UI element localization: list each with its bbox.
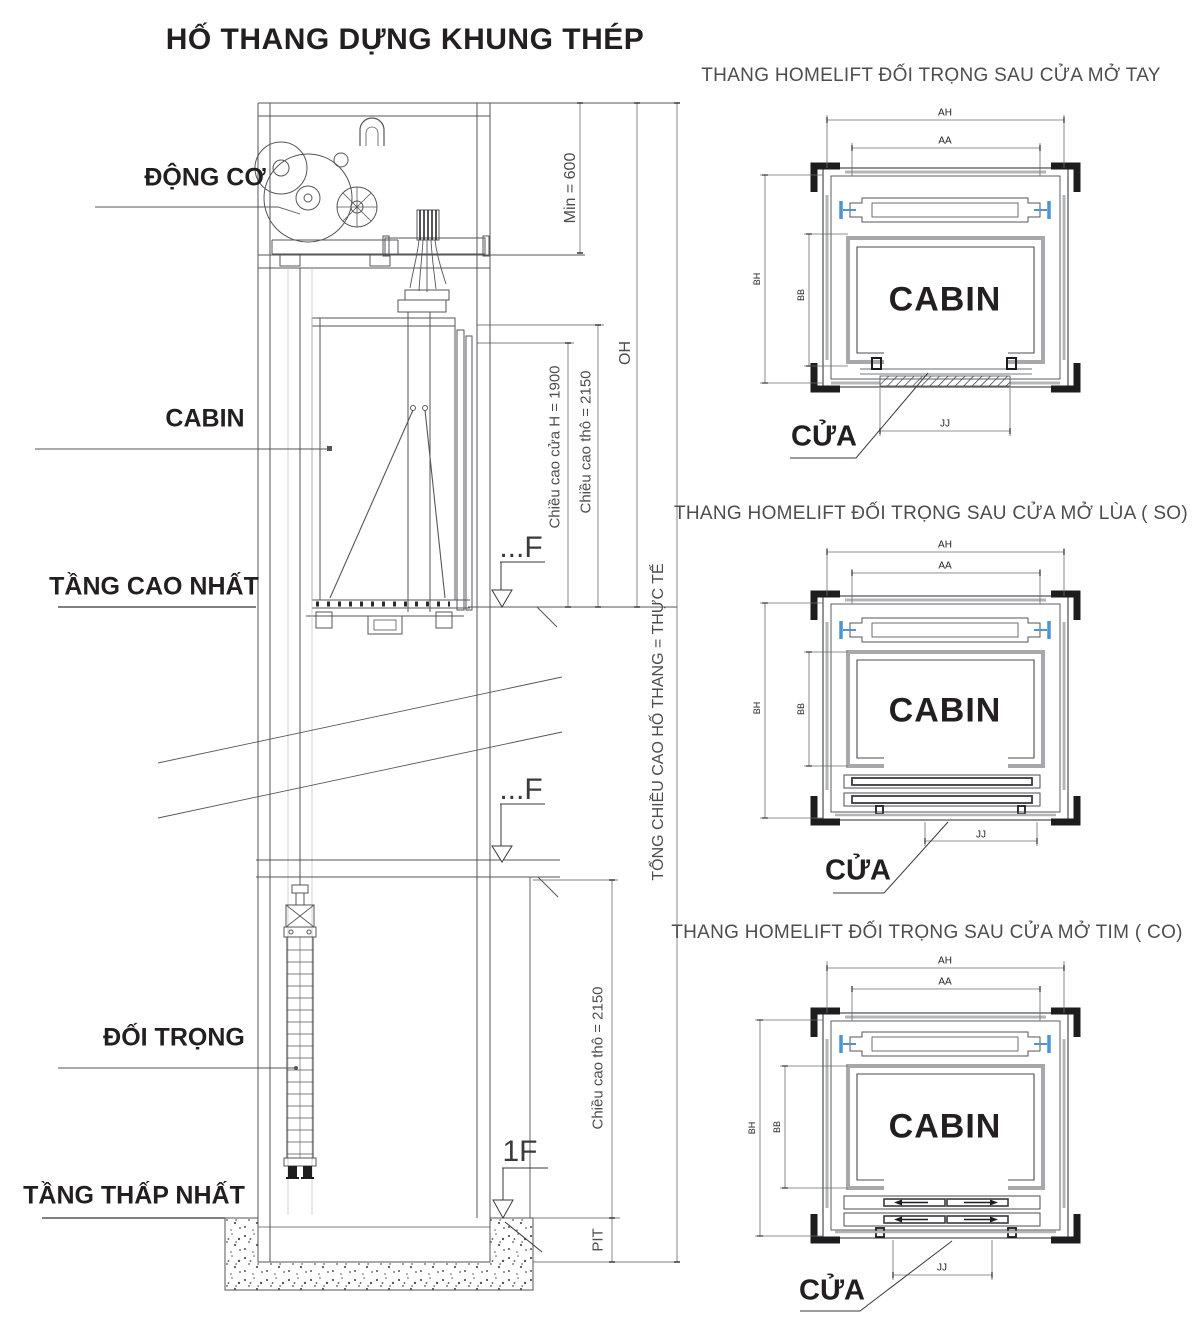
dim-label-door-height: Chiều cao cửa H = 1900: [546, 365, 564, 529]
lifting-hook: [359, 117, 385, 146]
door-label-leader: [790, 372, 929, 459]
wall-rails: [825, 1015, 1066, 1208]
machine-assembly: [254, 117, 490, 292]
plan1-title: THANG HOMELIFT ĐỐI TRỌNG SAU CỬA MỞ TAY: [701, 65, 1161, 86]
counterweight-label: ĐỐI TRỌNG: [103, 1023, 245, 1052]
deflector-beam: [384, 237, 486, 255]
plan-view-centre-door: [755, 961, 1081, 1312]
shaft-structure: [257, 102, 677, 1262]
floor-marker-symbols: [491, 561, 548, 1253]
lowest-floor-label: TẦNG THẤP NHẤT: [23, 1181, 245, 1210]
guide-rail-blue: [839, 201, 1051, 219]
highest-floor-label: TẦNG CAO NHẤT: [49, 572, 259, 601]
plan2-dimensions: [760, 548, 1065, 846]
dim-label-rough-height-bottom: Chiều cao thô = 2150: [589, 986, 607, 1130]
counterweight-plan: [839, 1031, 1051, 1057]
sling-column: [407, 312, 431, 612]
cabin-plan: [846, 1064, 1045, 1190]
counterweight-plan: [839, 197, 1051, 223]
counterweight-fillers: [287, 949, 313, 1155]
cabin-door-panel: [456, 329, 465, 611]
plan3-cabin-label: CABIN: [888, 1107, 1002, 1146]
section-cabin-label: CABIN: [165, 404, 245, 433]
counterweight-buffer: [288, 1166, 297, 1178]
plan2-cabin-label: CABIN: [888, 691, 1002, 730]
plan3-dim-bh: BH: [747, 1121, 757, 1135]
motor-label: ĐỘNG CƠ: [144, 163, 266, 192]
door-centre-opening-panels: [835, 1195, 1056, 1238]
dim-label-total-height: TỔNG CHIỀU CAO HỐ THANG = THỰC TẾ: [650, 563, 667, 881]
door-label-leader: [833, 821, 949, 894]
plan3-dim-ah: AH: [938, 955, 952, 967]
wall-rails: [825, 598, 1066, 790]
counterweight-buffer: [303, 1166, 312, 1178]
dim-label-min-overhead: Min = 600: [562, 152, 579, 224]
floor-marker-upper: ...F: [499, 531, 543, 564]
lifting-hook-inner: [365, 126, 379, 146]
break-lines: [157, 676, 563, 819]
sling-tie-rods: [329, 409, 446, 599]
plan1-cabin-label: CABIN: [888, 280, 1002, 319]
cabin-assembly: [306, 289, 604, 635]
plan3-door-label: CỬA: [799, 1274, 865, 1307]
plan2-dim-jj: JJ: [976, 829, 986, 841]
wall-rails: [825, 170, 1066, 385]
motor-bedplate: [271, 239, 399, 255]
door-swing: [860, 357, 1032, 387]
plan3-dim-bb: BB: [772, 1120, 782, 1134]
plan2-dim-bb: BB: [796, 702, 806, 716]
dim-label-rough-height-top: Chiều cao thô = 2150: [577, 370, 595, 514]
cabin-box: [311, 317, 456, 601]
plan-view-sliding-door: [760, 548, 1081, 894]
section-dimension-lines: [565, 102, 680, 1263]
plan2-door-label: CỬA: [825, 854, 891, 887]
plan3-dimensions: [755, 961, 1065, 1280]
plan1-dim-ah: AH: [938, 107, 952, 119]
rope-fan: [409, 239, 447, 292]
plan2-dim-ah: AH: [938, 539, 952, 551]
plan3-dim-aa: AA: [938, 976, 952, 988]
plan-view-swing-door: [760, 115, 1081, 459]
floor-lines: [42, 606, 677, 1263]
plan1-dimensions: [760, 115, 1065, 436]
door-sliding-panels: [835, 774, 1056, 817]
corner-brackets: [810, 590, 1081, 826]
section-view: [35, 102, 680, 1291]
guide-rail-blue: [839, 1035, 1051, 1053]
pit-concrete: [224, 1217, 534, 1291]
counterweight-plan: [839, 617, 1051, 643]
plan2-title: THANG HOMELIFT ĐỐI TRỌNG SAU CỬA MỞ LÙA …: [673, 503, 1189, 524]
plan1-dim-aa: AA: [938, 135, 952, 147]
plan1-dim-bb: BB: [796, 288, 806, 302]
floor-marker-first: 1F: [502, 1135, 538, 1168]
plan1-door-label: CỬA: [791, 420, 857, 453]
dim-label-pit: PIT: [589, 1228, 607, 1252]
plan2-dim-aa: AA: [938, 560, 952, 572]
corner-brackets: [810, 1007, 1081, 1244]
counterweight-assembly: [283, 268, 317, 1215]
motor-leader: [95, 206, 301, 215]
plan1-dim-jj: JJ: [940, 418, 950, 430]
plan2-dim-bh: BH: [752, 701, 762, 715]
plan3-title: THANG HOMELIFT ĐỐI TRỌNG SAU CỬA MỞ TIM …: [671, 922, 1183, 943]
floor-marker-middle: ...F: [499, 773, 543, 806]
plan3-dim-jj: JJ: [937, 1262, 947, 1274]
page-title: HỐ THANG DỰNG KHUNG THÉP: [165, 23, 645, 56]
label-leader-lines: [35, 206, 332, 1070]
dim-label-oh: OH: [617, 341, 634, 365]
guide-rail-blue: [839, 621, 1051, 639]
door-label-leader: [800, 1240, 953, 1312]
cabin-plan: [846, 236, 1045, 364]
dimension-ticks: [565, 102, 680, 1263]
plan1-dim-bh: BH: [752, 272, 762, 286]
corner-brackets: [810, 162, 1081, 393]
counterweight-guide-rails: [287, 268, 313, 1215]
door-leaf-hatched: [879, 375, 1011, 387]
landing-door-panel: [465, 335, 473, 611]
crosshead: [397, 299, 447, 313]
cabin-plan: [846, 650, 1045, 768]
motor-flywheel: [263, 153, 353, 243]
